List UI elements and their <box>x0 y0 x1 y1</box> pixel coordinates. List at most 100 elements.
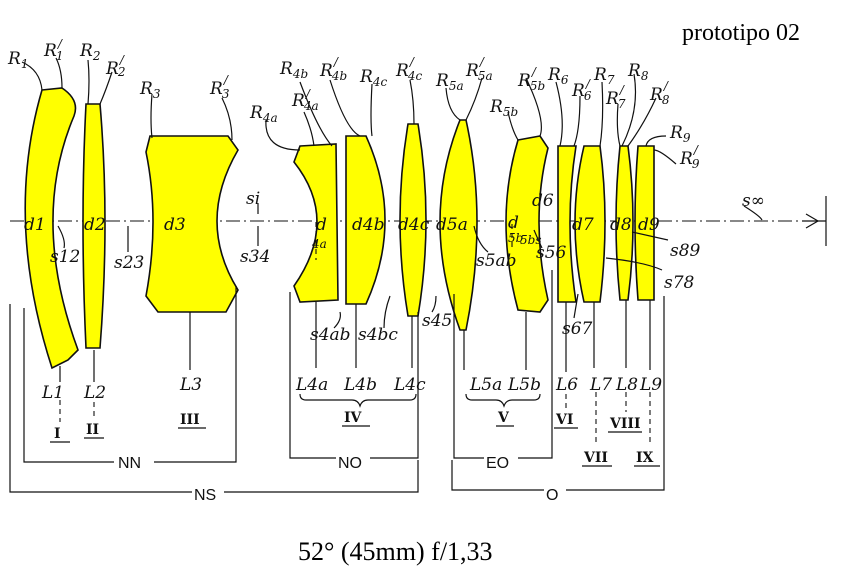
lens-L5b <box>505 135 549 313</box>
roman-VIII: VIII <box>609 416 641 432</box>
label-d5a: d5a <box>436 215 468 235</box>
label-L4c: L4c <box>393 375 426 395</box>
label-s56: s56 <box>536 243 567 263</box>
label-s34: s34 <box>240 247 270 267</box>
label-s23: s23 <box>114 253 144 273</box>
element-leaders <box>59 300 651 382</box>
label-R4ap: R/4a <box>291 87 319 113</box>
label-sinf: s∞ <box>742 191 765 211</box>
roman-ticks <box>59 392 651 446</box>
label-d4b: d4b <box>352 215 385 235</box>
label-R8p: R/8 <box>649 79 670 107</box>
group-label-ns: NS <box>194 487 216 504</box>
label-R5ap: R/5a <box>465 55 493 83</box>
label-L8: L8 <box>615 375 638 395</box>
lens-L2 <box>82 103 106 349</box>
label-R7p: R/7 <box>605 83 626 111</box>
label-L3: L3 <box>179 375 202 395</box>
label-R1: R1 <box>7 49 28 71</box>
label-R5bp: R/5b <box>517 65 545 93</box>
lens-L7 <box>574 145 606 303</box>
label-d4a-d: d <box>316 215 327 235</box>
label-d8: d8 <box>610 215 632 235</box>
label-L5a: L5a <box>469 375 502 395</box>
roman-VI: VI <box>555 412 573 428</box>
label-R5b: R5b <box>489 97 518 119</box>
label-d2: d2 <box>84 215 106 235</box>
diagram-title: prototipo 02 <box>682 20 800 46</box>
label-R1p: R/1 <box>43 37 64 63</box>
label-L5b: L5b <box>507 375 541 395</box>
spacing-leaders <box>57 204 763 329</box>
thickness-labels: d1 d2 d3 d 4a d4b d4c d5a d 5b d6 d7 d8 … <box>24 191 660 251</box>
lens-L1 <box>24 87 79 370</box>
label-R8: R8 <box>627 61 649 83</box>
label-L7: L7 <box>589 375 612 395</box>
label-s5bs: 5bs <box>520 233 541 247</box>
label-d9: d9 <box>638 215 660 235</box>
label-R5a: R5a <box>435 71 464 93</box>
label-s89: s89 <box>670 241 701 261</box>
label-R3: R3 <box>139 79 161 101</box>
label-R2p: R/2 <box>105 53 126 79</box>
label-R9: R9 <box>669 123 691 145</box>
roman-II: II <box>86 422 99 438</box>
spacing-labels: s12 s23 si s34 s4ab s4bc s45 s5ab 5bs s5… <box>50 189 765 345</box>
label-d4a-sub: 4a <box>311 237 327 251</box>
roman-IV: IV <box>344 410 363 426</box>
roman-III: III <box>180 412 200 428</box>
label-d5b-sub: 5b <box>508 231 523 245</box>
label-R7: R7 <box>593 65 615 87</box>
label-d4c: d4c <box>398 215 430 235</box>
lens-L5a <box>439 119 478 331</box>
group-label-eo: EO <box>486 455 509 472</box>
axis-arrow-icon <box>805 213 820 229</box>
label-s4ab: s4ab <box>310 325 351 345</box>
diagram-caption: 52° (45mm) f/1,33 <box>298 537 493 566</box>
label-R6p: R/6 <box>571 77 592 103</box>
label-L9: L9 <box>639 375 662 395</box>
label-si: si <box>246 189 260 209</box>
label-s4bc: s4bc <box>358 325 398 345</box>
label-R4a: R4a <box>249 103 278 125</box>
label-R6: R6 <box>547 65 569 87</box>
label-L4b: L4b <box>343 375 377 395</box>
label-L2: L2 <box>83 383 106 403</box>
radius-labels: R1 R/1 R2 R/2 R3 R/3 R4a R4b R/4a R/4b R… <box>7 37 700 171</box>
roman-IX: IX <box>636 450 654 466</box>
lens-L3 <box>145 135 239 313</box>
label-s5ab: s5ab <box>476 251 517 271</box>
label-L4a: L4a <box>295 375 328 395</box>
label-d5b-d: d <box>508 213 519 233</box>
label-R3p: R/3 <box>209 73 230 101</box>
label-d3: d3 <box>164 215 186 235</box>
label-R4b: R4b <box>279 59 308 81</box>
lens-L4b <box>345 135 386 305</box>
label-d6: d6 <box>532 191 554 211</box>
label-R9p: R/9 <box>679 143 700 171</box>
label-d1: d1 <box>24 215 46 235</box>
roman-I: I <box>54 426 61 442</box>
label-R4bp: R/4b <box>319 55 347 83</box>
lens-L6 <box>557 145 577 303</box>
lens-L9 <box>634 145 655 301</box>
label-d7: d7 <box>572 215 594 235</box>
label-R4c: R4c <box>359 67 387 89</box>
radius-leaders <box>21 57 677 165</box>
label-R2: R2 <box>79 41 100 63</box>
group-label-no: NO <box>338 455 362 472</box>
roman-V: V <box>497 410 510 426</box>
label-R4cp: R/4c <box>395 55 422 83</box>
label-L6: L6 <box>555 375 578 395</box>
element-labels: L1 L2 L3 L4a L4b L4c L5a L5b L6 L7 L8 L9 <box>41 375 662 403</box>
label-s45: s45 <box>422 311 452 331</box>
group-label-nn: NN <box>118 455 141 472</box>
label-s67: s67 <box>562 319 593 339</box>
roman-underlines <box>50 425 660 467</box>
label-L1: L1 <box>41 383 64 403</box>
label-s78: s78 <box>664 273 695 293</box>
lens-L4a <box>293 143 339 303</box>
roman-VII: VII <box>583 450 608 466</box>
roman-labels: I II III IV V VI VII VIII IX <box>54 410 654 466</box>
